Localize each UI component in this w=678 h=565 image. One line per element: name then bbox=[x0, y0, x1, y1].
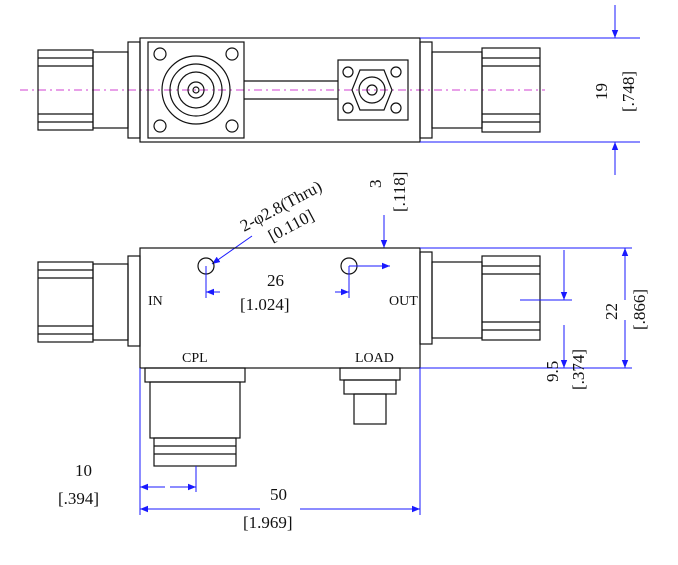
cpl-offset-dimension bbox=[139, 368, 197, 515]
top-small-flange bbox=[337, 59, 409, 121]
hole-offset-mm: 3 bbox=[366, 180, 385, 189]
top-height-mm: 19 bbox=[592, 83, 611, 100]
side-height-dimension bbox=[420, 247, 632, 369]
top-right-connector bbox=[419, 41, 541, 139]
port-offset-mm: 9.5 bbox=[543, 361, 562, 382]
top-view bbox=[20, 37, 545, 143]
port-offset-dimension bbox=[520, 250, 572, 368]
top-left-connector bbox=[37, 41, 141, 139]
top-main-flange bbox=[147, 41, 245, 139]
side-left-connector bbox=[37, 255, 141, 347]
cpl-offset-in: [.394] bbox=[58, 489, 99, 508]
side-height-in: [.866] bbox=[630, 289, 649, 330]
label-in: IN bbox=[148, 294, 163, 309]
cpl-offset-mm: 10 bbox=[75, 461, 92, 480]
hole-spacing-in: [1.024] bbox=[240, 295, 290, 314]
side-right-connector bbox=[419, 251, 541, 345]
top-height-dimension bbox=[420, 5, 640, 175]
side-height-mm: 22 bbox=[602, 303, 621, 320]
hole-callout-leader bbox=[211, 235, 253, 265]
length-dimension bbox=[140, 368, 421, 515]
hole-spacing-mm: 26 bbox=[267, 271, 284, 290]
hole-offset-in: [.118] bbox=[390, 172, 409, 212]
label-cpl: CPL bbox=[182, 351, 208, 366]
hole-spacing-dimension bbox=[205, 262, 390, 298]
label-load: LOAD bbox=[355, 351, 394, 366]
load-port bbox=[339, 367, 401, 425]
top-height-in: [.748] bbox=[619, 71, 638, 112]
side-view bbox=[37, 247, 541, 467]
length-in: [1.969] bbox=[243, 513, 293, 532]
cpl-port bbox=[144, 367, 246, 467]
port-offset-in: [.374] bbox=[569, 349, 588, 390]
label-out: OUT bbox=[389, 294, 418, 309]
length-mm: 50 bbox=[270, 485, 287, 504]
